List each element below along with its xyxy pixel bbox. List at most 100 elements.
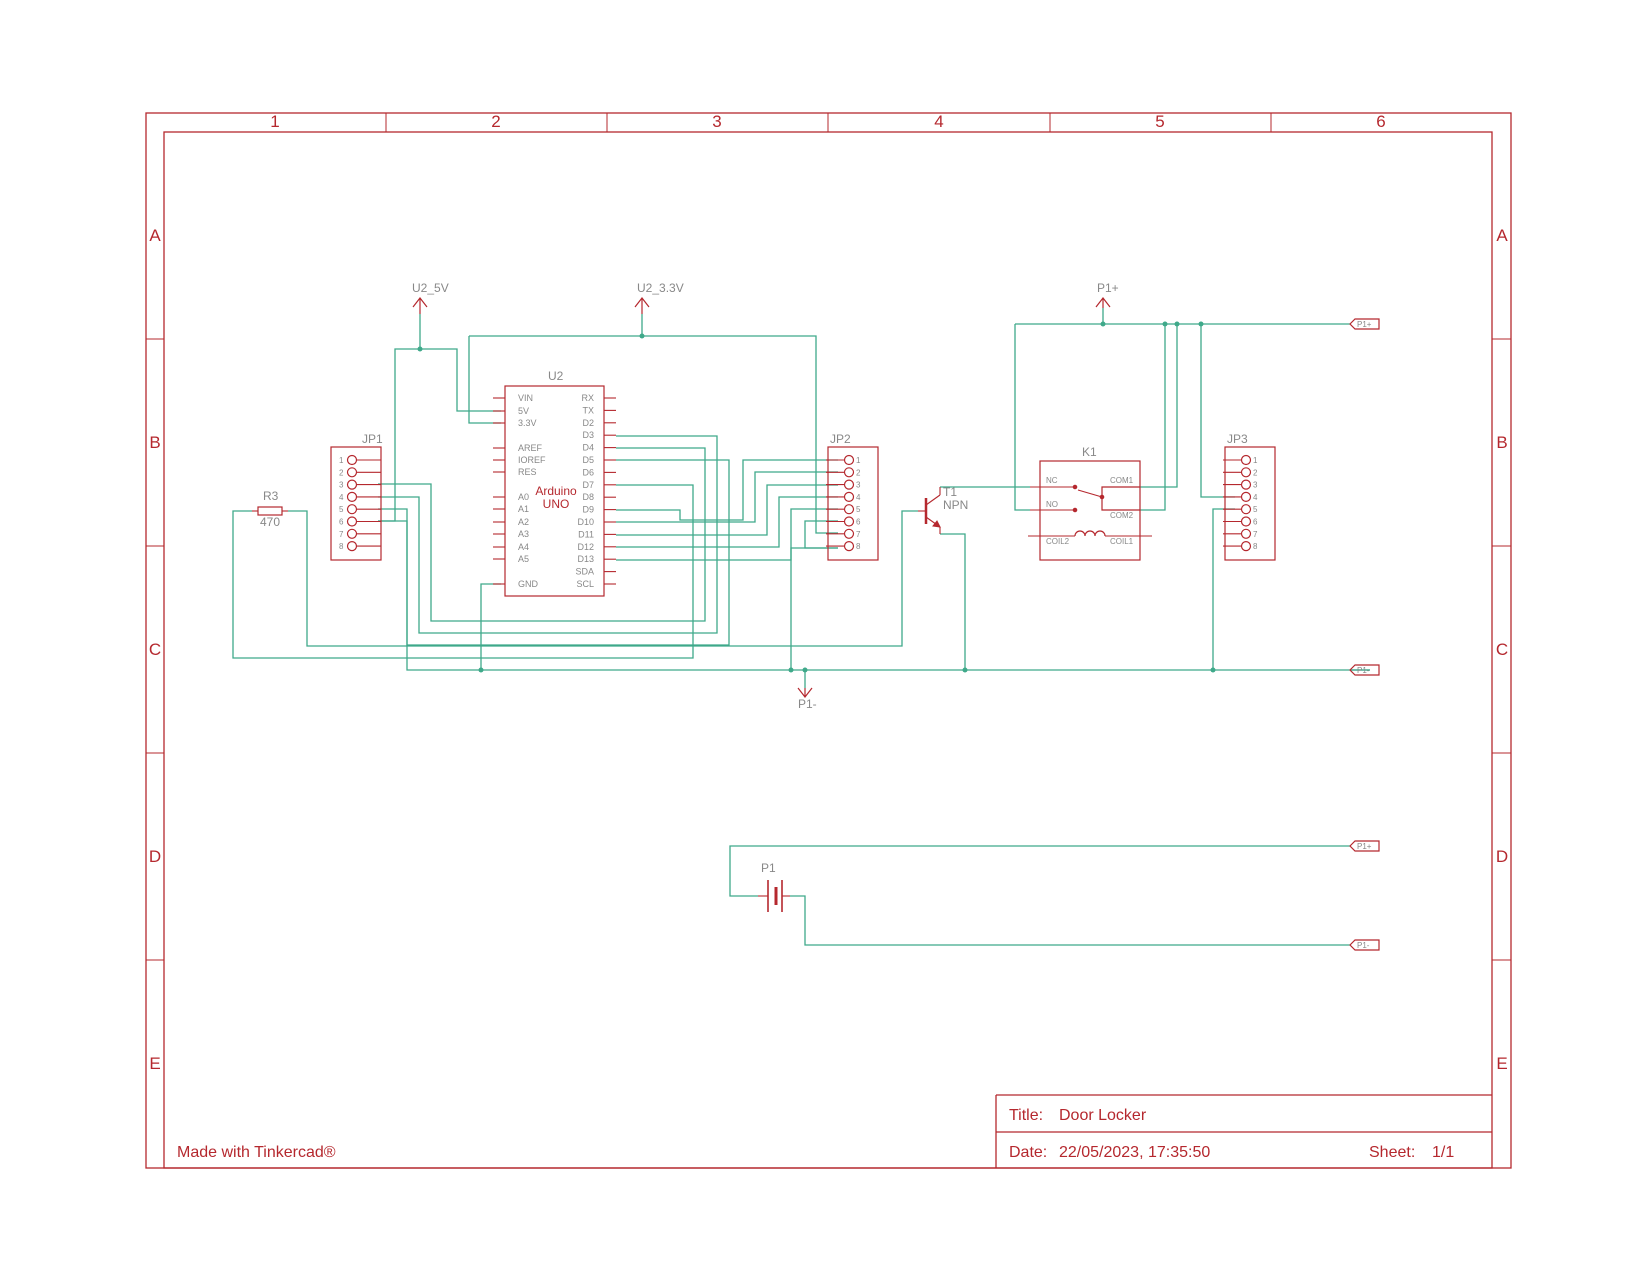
jp2-pin-socket (843, 504, 855, 515)
u2-right-pin-label: SCL (576, 579, 594, 589)
made-with-tinkercad: Made with Tinkercad® (177, 1144, 336, 1161)
t1-value-label: NPN (943, 498, 968, 512)
row-label-b-right: B (1496, 433, 1507, 452)
jp2-pin-socket (843, 467, 855, 478)
supply-u2-5v: U2_5V (412, 281, 449, 314)
k1-nc-label: NC (1046, 476, 1058, 485)
jp2-pin-socket (843, 491, 855, 502)
jp3-pin-socket (1240, 479, 1252, 490)
row-label-d-left: D (149, 847, 161, 866)
supply-u2-3v3-label: U2_3.3V (637, 281, 684, 295)
jp3-pin-socket (1240, 491, 1252, 502)
u2-right-pin-label: D9 (582, 505, 594, 515)
jp3-pin-number: 3 (1253, 481, 1258, 490)
port-p1-plus-bottom: P1+ (1349, 840, 1380, 852)
jp2-pin-number: 4 (856, 493, 861, 502)
u2-right-pin-label: D7 (582, 480, 594, 490)
u2-right-pin-label: D10 (577, 517, 594, 527)
u2-left-pin-label: A2 (518, 517, 529, 527)
jp3-pin-socket (1240, 540, 1252, 552)
column-label-5: 5 (1155, 112, 1164, 131)
jp2-pin-number: 2 (856, 468, 861, 477)
u2-left-pin-label: RES (518, 467, 537, 477)
u2-right-pin-label: RX (581, 393, 594, 403)
supply-u2-5v-label: U2_5V (412, 281, 449, 295)
column-label-1: 1 (270, 112, 279, 131)
port-p1-minus-mid: P1- (1349, 664, 1380, 676)
u2-right-pin-label: TX (582, 405, 594, 415)
jp3-pin-number: 8 (1253, 542, 1258, 551)
port-p1-plus-bottom-label: P1+ (1357, 842, 1372, 851)
jp1-pin-number: 3 (339, 481, 344, 490)
u2-name-line1: Arduino (535, 484, 577, 498)
k1-coil1-label: COIL1 (1110, 537, 1134, 546)
jp3-ref-label: JP3 (1227, 432, 1248, 446)
port-p1-plus-top: P1+ (1349, 318, 1380, 330)
jp2-pin-number: 5 (856, 505, 861, 514)
port-p1-minus-mid-label: P1- (1357, 666, 1370, 675)
port-p1-minus-bottom-label: P1- (1357, 941, 1370, 950)
row-label-d-right: D (1496, 847, 1508, 866)
jp2-pin-number: 7 (856, 530, 861, 539)
k1-coil2-label: COIL2 (1046, 537, 1070, 546)
jp1-pin-socket (346, 504, 358, 515)
jp2-pin-number: 3 (856, 481, 861, 490)
u2-left-pin-label: 3.3V (518, 418, 537, 428)
r3-ref-label: R3 (263, 489, 279, 503)
row-label-b-left: B (149, 433, 160, 452)
u2-left-pin-label: A0 (518, 492, 529, 502)
jp2-pin-number: 8 (856, 542, 861, 551)
jp3-pin-number: 4 (1253, 493, 1258, 502)
jp3-pin-socket (1240, 528, 1252, 539)
u2-right-pin-label: SDA (575, 567, 594, 577)
jp1-pin-socket (346, 516, 358, 527)
jp1-pin-number: 7 (339, 530, 344, 539)
k1-ref-label: K1 (1082, 445, 1097, 459)
jp3-pin-number: 7 (1253, 530, 1258, 539)
transistor-t1: T1 NPN (918, 485, 968, 534)
u2-left-pin-label: A1 (518, 504, 529, 514)
u2-right-pin-label: D8 (582, 492, 594, 502)
u2-right-pin-label: D4 (582, 443, 594, 453)
u2-left-pin-label: A5 (518, 554, 529, 564)
jp1-pin-number: 4 (339, 493, 344, 502)
jp2-pin-socket (843, 540, 855, 552)
u2-right-pin-label: D6 (582, 467, 594, 477)
jp3-pin-socket (1240, 454, 1252, 466)
column-label-2: 2 (491, 112, 500, 131)
r3-value-label: 470 (260, 515, 280, 529)
u2-left-pin-label: GND (518, 579, 539, 589)
jp2-pin-socket (843, 479, 855, 490)
jp1-pin-socket (346, 528, 358, 539)
k1-com2-label: COM2 (1110, 511, 1134, 520)
jp3-pin-number: 1 (1253, 456, 1258, 465)
jp1-pin-number: 1 (339, 456, 344, 465)
jp1-pin-number: 2 (339, 468, 344, 477)
sheet-frame (145, 112, 1512, 1169)
u2-ref-label: U2 (548, 369, 564, 383)
t1-ref-label: T1 (943, 485, 957, 499)
row-label-a-left: A (149, 226, 161, 245)
jp3-pin-number: 2 (1253, 468, 1258, 477)
column-label-3: 3 (712, 112, 721, 131)
sheet-label: Sheet: (1369, 1144, 1415, 1161)
u2-left-pin-label: A3 (518, 529, 529, 539)
row-label-c-left: C (149, 640, 161, 659)
jp1-pin-socket (346, 491, 358, 502)
u2-right-pin-label: D13 (577, 554, 594, 564)
jp2-pin-socket (843, 528, 855, 539)
jp1-pin-number: 6 (339, 518, 344, 527)
sheet-value: 1/1 (1432, 1144, 1454, 1161)
u2-right-pin-label: D11 (578, 529, 594, 539)
u2-name-line2: UNO (543, 497, 570, 511)
junctions (417, 321, 1216, 673)
row-label-a-right: A (1496, 226, 1508, 245)
u2-left-pin-label: IOREF (518, 455, 546, 465)
